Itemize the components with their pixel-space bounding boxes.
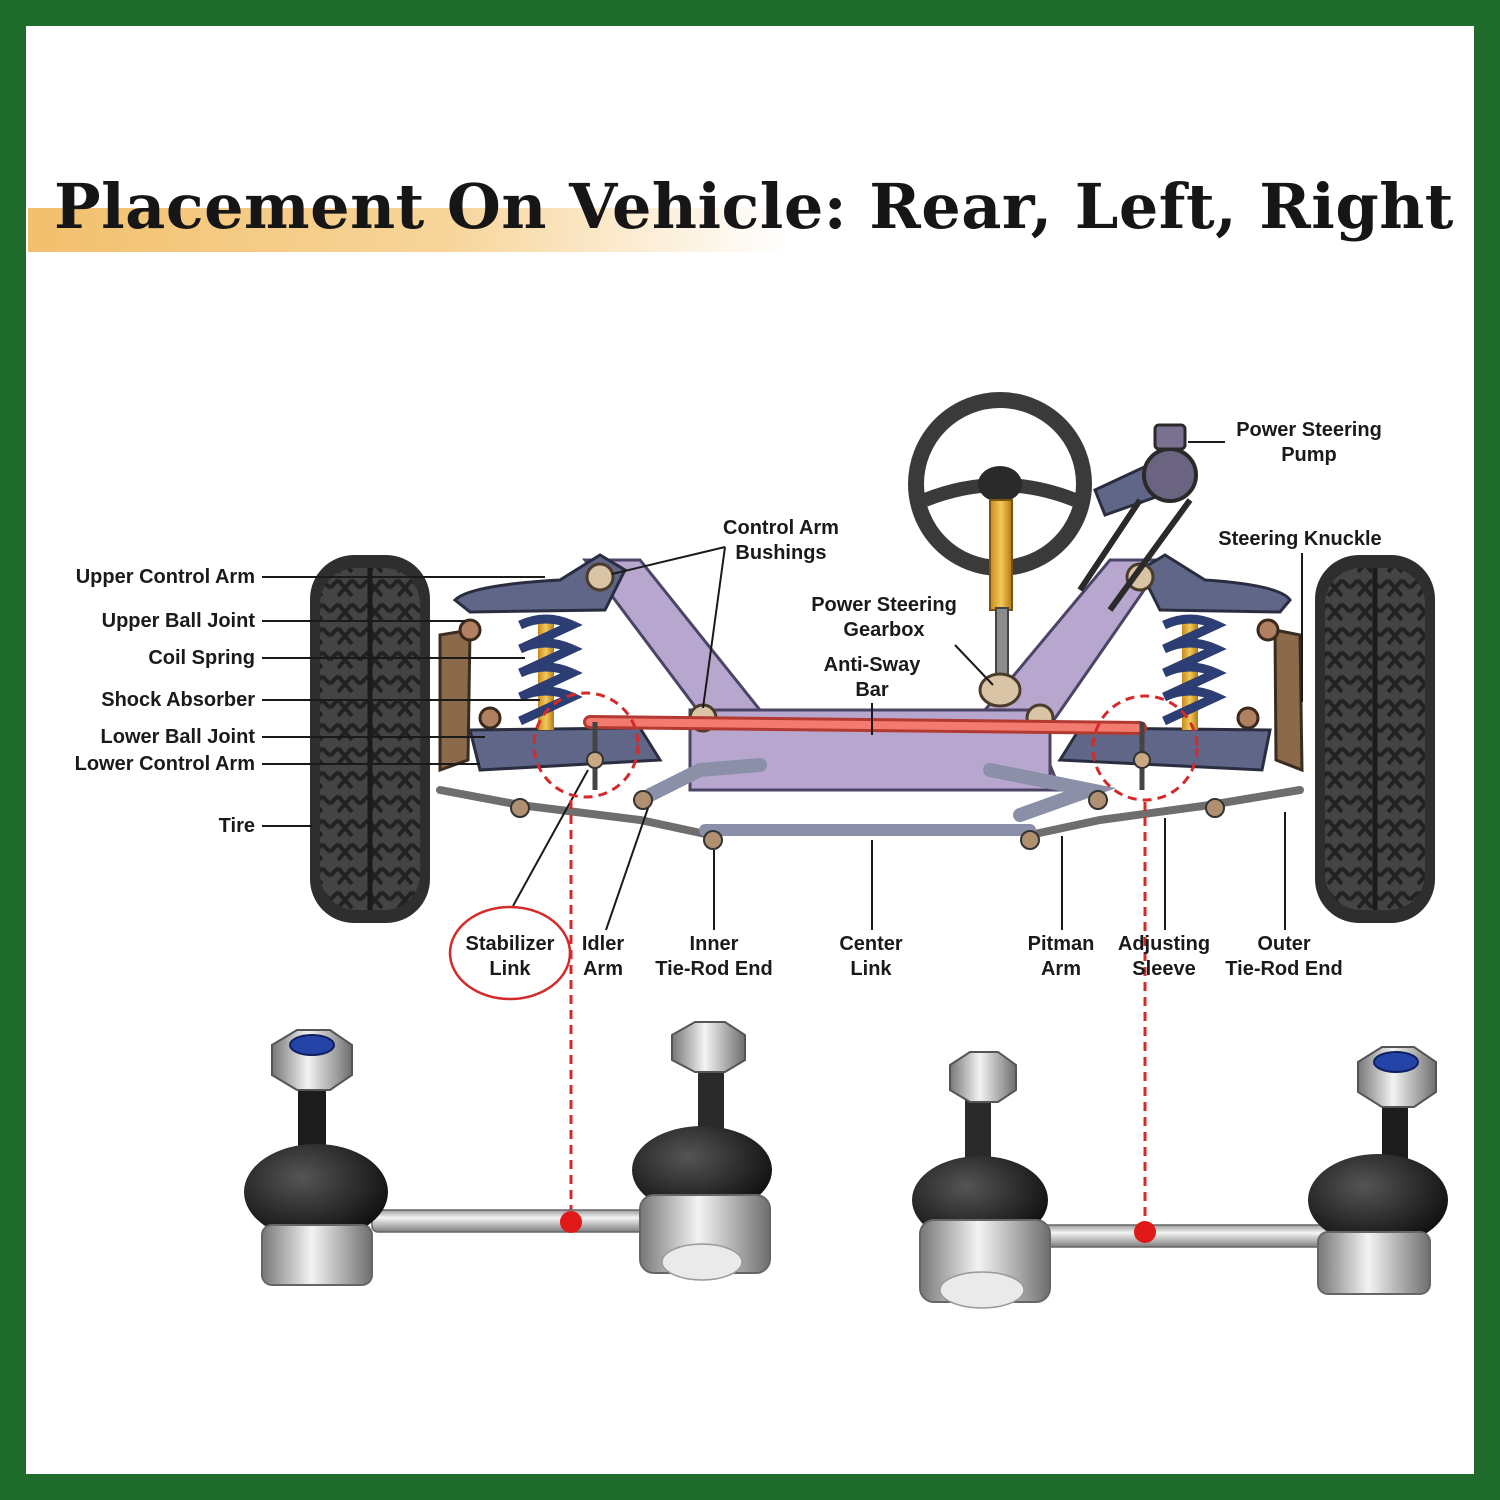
right-steering-knuckle — [1273, 628, 1304, 773]
label-shock-absorber: Shock Absorber — [101, 689, 255, 711]
product-link-left-marker — [560, 1211, 582, 1233]
leader-lines — [262, 441, 1303, 931]
stabilizer-callouts — [532, 691, 1199, 1232]
right-tire — [1315, 555, 1435, 923]
right-coil-spring — [1162, 614, 1227, 730]
label-coil-spring: Coil Spring — [148, 647, 255, 669]
idler-arm — [643, 758, 767, 802]
left-lower-control-arm — [468, 726, 663, 772]
tie-rods — [436, 786, 1304, 839]
right-upper-control-arm — [1138, 553, 1292, 614]
left-tire — [310, 555, 430, 923]
title-highlight — [28, 208, 788, 252]
label-lower-ball-joint: Lower Ball Joint — [100, 726, 255, 748]
label-steering-knuckle: Steering Knuckle — [1218, 528, 1382, 550]
product-link-right-marker — [1134, 1221, 1156, 1243]
right-lower-control-arm — [1057, 726, 1272, 772]
page-title: Placement On Vehicle: Rear, Left, Right — [54, 170, 1454, 243]
label-upper-ball-joint: Upper Ball Joint — [101, 610, 255, 632]
diagram-stabilizer-link-left — [586, 722, 604, 790]
power-steering-pump — [1142, 447, 1198, 503]
label-upper-control-arm: Upper Control Arm — [75, 566, 255, 588]
diagram-stabilizer-link-right — [1133, 722, 1151, 790]
steering-column — [989, 499, 1013, 611]
pitman-arm — [983, 763, 1117, 822]
product-link-right — [912, 1046, 1448, 1309]
label-tire: Tire — [218, 815, 255, 837]
product-link-left — [244, 1021, 772, 1286]
stabilizer-link-highlight — [448, 905, 572, 1001]
left-coil-spring — [518, 614, 583, 730]
label-lower-control-arm: Lower Control Arm — [74, 753, 255, 775]
